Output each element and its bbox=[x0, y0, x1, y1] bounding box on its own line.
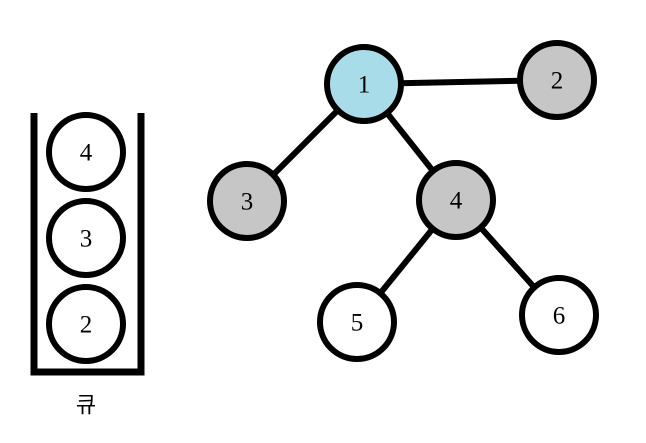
queue-item-circle[interactable] bbox=[46, 284, 126, 364]
queue-item[interactable]: 2 bbox=[46, 284, 126, 364]
graph-node-circle-4[interactable] bbox=[416, 160, 496, 240]
graph-node-circle-3[interactable] bbox=[207, 161, 287, 241]
graph-node-4[interactable]: 4 bbox=[416, 160, 496, 240]
queue-item-label: 2 bbox=[80, 312, 93, 339]
graph-node-label-2: 2 bbox=[551, 68, 564, 95]
graph-node-6[interactable]: 6 bbox=[519, 275, 599, 355]
queue-item-label: 3 bbox=[80, 226, 93, 253]
graph-node-label-4: 4 bbox=[450, 188, 463, 215]
queue-item-circle[interactable] bbox=[46, 198, 126, 278]
queue-layer: 4 3 2 큐 bbox=[30, 112, 145, 419]
graph-node-5[interactable]: 5 bbox=[317, 282, 397, 362]
graph-node-label-3: 3 bbox=[241, 189, 254, 216]
graph-node-label-1: 1 bbox=[358, 72, 371, 99]
graph-node-circle-2[interactable] bbox=[517, 40, 597, 120]
graph-edges-layer bbox=[244, 77, 562, 324]
graph-nodes-layer: 1 2 3 4 5 6 bbox=[207, 40, 599, 362]
queue-item[interactable]: 4 bbox=[46, 112, 126, 192]
graph-node-circle-6[interactable] bbox=[519, 275, 599, 355]
graph-node-circle-5[interactable] bbox=[317, 282, 397, 362]
queue-item-circle[interactable] bbox=[46, 112, 126, 192]
queue-item-label: 4 bbox=[80, 140, 93, 167]
graph-node-1[interactable]: 1 bbox=[324, 44, 404, 124]
graph-node-label-5: 5 bbox=[351, 310, 364, 337]
graph-node-label-6: 6 bbox=[553, 303, 566, 330]
queue-caption: 큐 bbox=[76, 394, 96, 419]
graph-node-3[interactable]: 3 bbox=[207, 161, 287, 241]
graph-node-circle-1[interactable] bbox=[324, 44, 404, 124]
graph-node-2[interactable]: 2 bbox=[517, 40, 597, 120]
queue-item[interactable]: 3 bbox=[46, 198, 126, 278]
